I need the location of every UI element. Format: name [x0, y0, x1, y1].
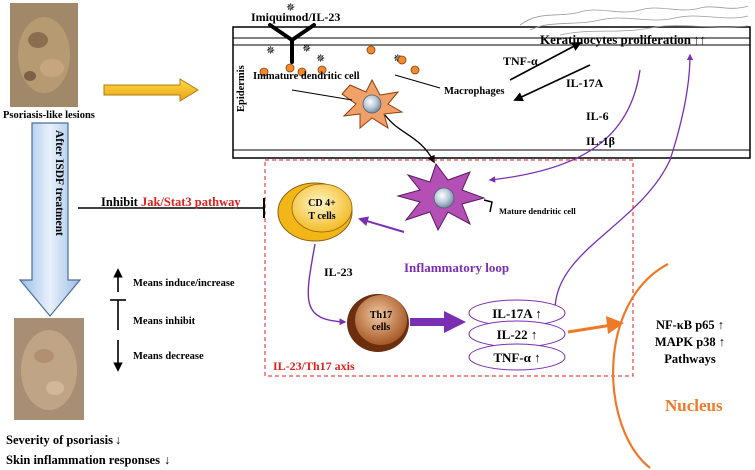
epidermis-label: Epidermis: [236, 65, 247, 112]
svg-text:✵: ✵: [286, 1, 295, 14]
gold-arrow: [103, 78, 199, 102]
svg-text:✵: ✵: [316, 52, 325, 65]
inhibit-label: Inhibit Jak/Stat3 pathway: [101, 195, 241, 209]
epidermis-box: [232, 5, 751, 159]
treatment-arrow: [18, 122, 82, 317]
il23-mid-label: IL-23: [324, 265, 353, 279]
keratinocytes-label: Keratinocytes proliferation↑↑: [540, 32, 706, 47]
psoriasis-photo-top: [10, 3, 78, 107]
macrophages-label: Macrophages: [444, 86, 504, 97]
mature-dendritic-cell: [396, 162, 493, 232]
cytokine-3: TNF-α ↑: [493, 350, 540, 365]
inflammatory-loop-label: Inflammatory loop: [404, 260, 509, 275]
mature-dc-label: Mature dendritic cell: [499, 206, 576, 216]
th17-label-line2: cells: [372, 322, 390, 333]
cd4-t-cell: [277, 182, 353, 242]
svg-text:✵: ✵: [393, 52, 402, 65]
cd4-label-line1: CD 4+: [308, 198, 336, 209]
svg-text:✵: ✵: [302, 42, 311, 55]
tnf-alpha-label: TNF-α: [503, 54, 538, 68]
th17-output-arrow: [410, 311, 466, 333]
th17-label-line1: Th17: [370, 310, 392, 321]
granules: [259, 45, 420, 77]
immature-dc-label: Immature dendritic cell: [253, 71, 360, 82]
immature-dendritic-cell: [341, 78, 404, 130]
th17-cell: [347, 294, 409, 352]
pathways-label: Pathways: [664, 352, 716, 366]
il6-label: IL-6: [586, 109, 609, 123]
cytokine-2: IL-22 ↑: [497, 327, 538, 342]
psoriasis-photo-bottom: [14, 318, 84, 420]
mapk-label: MAPK p38 ↑: [655, 335, 725, 349]
legend-increase: Means induce/increase: [133, 278, 235, 289]
nfkb-label: NF-κB p65 ↑: [656, 318, 724, 332]
nucleus-membrane: [611, 263, 669, 469]
cytokine-oval-3: [468, 343, 566, 371]
receptor: [268, 23, 316, 64]
after-treatment-label: After ISDF treatment: [53, 130, 65, 236]
cd4-label-line2: T cells: [308, 211, 335, 222]
outcome-inflammation: Skin inflammation responses↓: [6, 453, 170, 467]
svg-text:✵: ✵: [266, 44, 275, 57]
legend-symbols: [110, 268, 126, 372]
axis-label: IL-23/Th17 axis: [273, 359, 355, 373]
il17a-label: IL-17A: [566, 76, 604, 90]
il1b-label: IL-1β: [586, 134, 615, 148]
cytokine-1: IL-17A ↑: [492, 306, 541, 321]
outcome-severity: Severity of psoriasis↓: [6, 433, 121, 447]
il23-th17-axis-box: [264, 159, 634, 377]
stimulus-label: Imiquimod/IL-23: [251, 10, 340, 24]
legend-inhibit: Means inhibit: [133, 316, 196, 327]
nucleus-label: Nucleus: [665, 396, 723, 415]
psoriasis-lesions-label: Psoriasis-like lesions: [3, 110, 95, 121]
legend-decrease: Means decrease: [133, 351, 204, 362]
